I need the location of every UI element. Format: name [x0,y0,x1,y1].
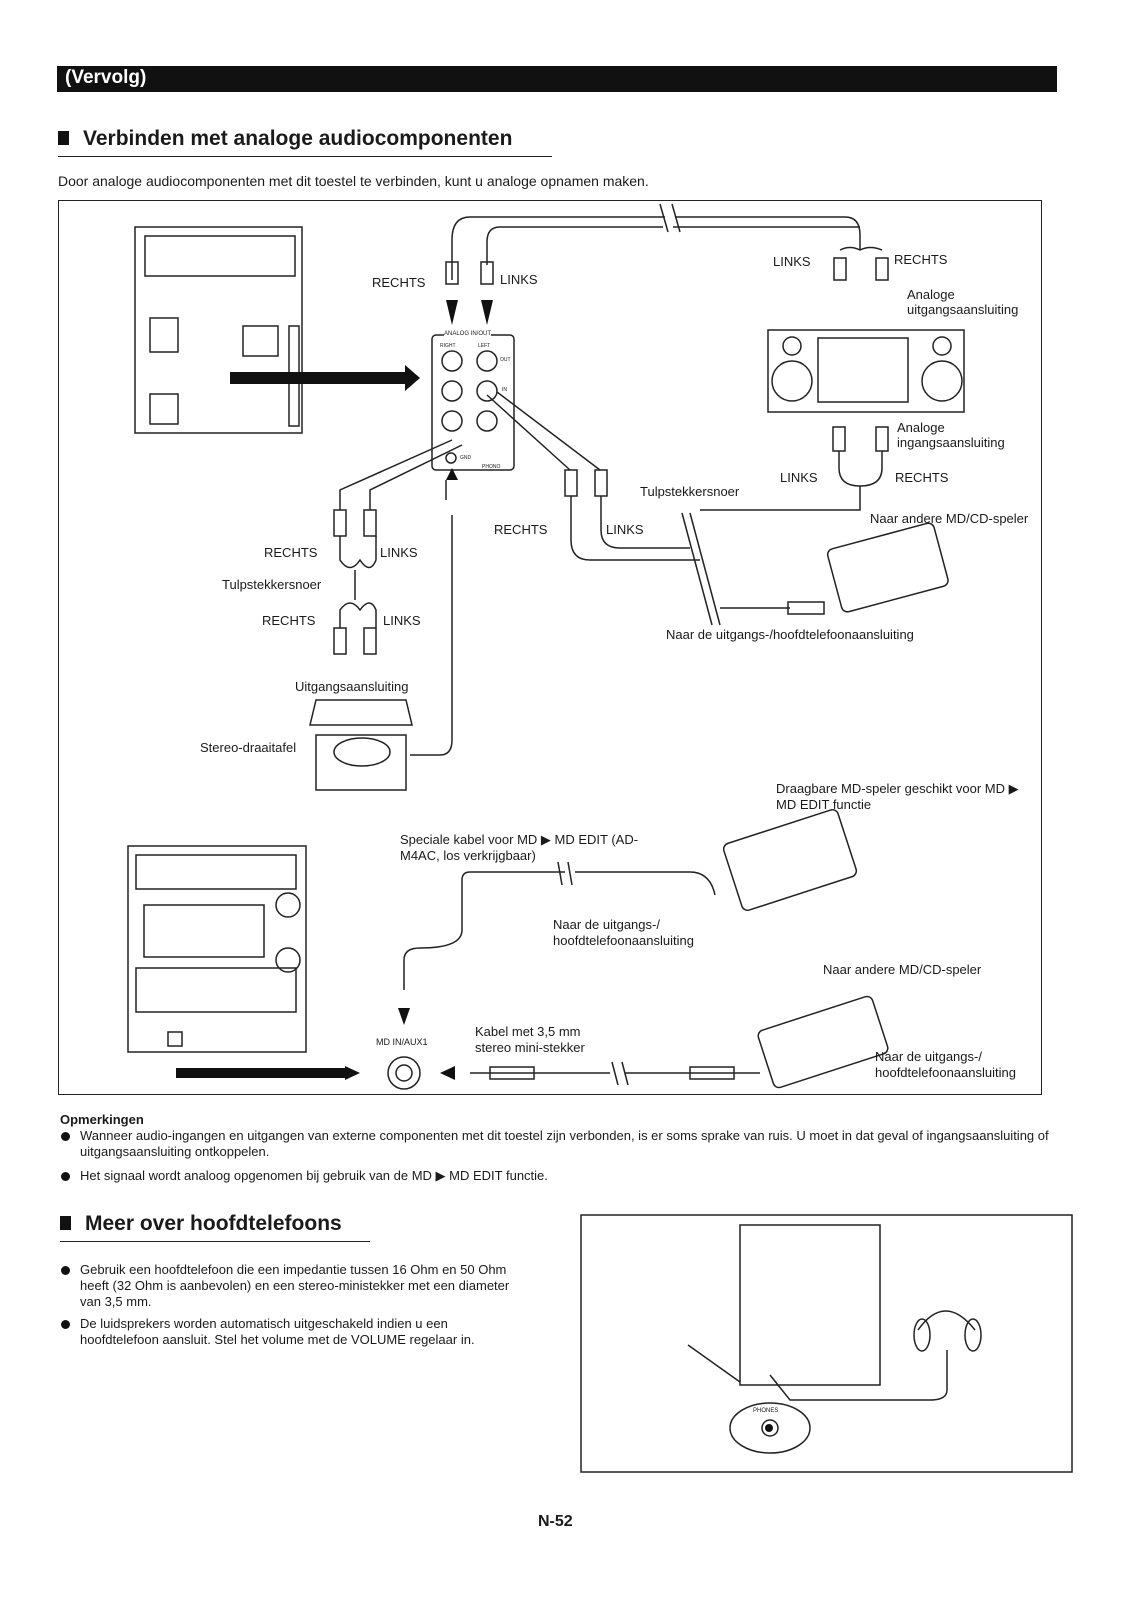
label-rechts-left: RECHTS [264,545,318,560]
bullet-icon [61,1320,70,1329]
label-analog-output: Analoge uitgangsaansluiting [907,287,1019,317]
label-output-headphone-3: Naar de uitgangs-/ hoofdtelefoonaansluit… [875,1049,1016,1080]
label-portable-md-player: Draagbare MD-speler geschikt voor MD ▶ M… [776,781,1019,812]
note-item: Wanneer audio-ingangen en uitgangen van … [61,1128,1110,1160]
bullet-icon [61,1266,70,1275]
page-number: N-52 [538,1513,573,1530]
label-links-left: LINKS [380,545,418,560]
label-links-mid: LINKS [780,470,818,485]
bullet-icon [61,1172,70,1181]
label-analog-input: Analoge ingangsaansluiting [897,420,1005,450]
label-left: LEFT [478,343,491,349]
label-rechts-top-right: RECHTS [894,252,948,267]
label-analog-inout: ANALOG IN/OUT [444,331,492,337]
headphone-text: De luidsprekers worden automatisch uitge… [80,1316,475,1347]
label-in: IN [502,387,507,393]
note-text: Wanneer audio-ingangen en uitgangen van … [80,1128,1049,1159]
banner-label: (Vervolg) [65,67,147,88]
label-links-top: LINKS [500,272,538,287]
label-right: RIGHT [440,343,456,349]
heading-square-icon [60,1216,71,1230]
label-output-jack: Uitgangsaansluiting [295,679,409,694]
label-tulip-cable-2: Tulpstekkersnoer [222,577,322,592]
headphone-item: De luidsprekers worden automatisch uitge… [61,1316,530,1348]
label-output-headphone-2: Naar de uitgangs-/ hoofdtelefoonaansluit… [553,917,694,948]
note-text: Het signaal wordt analoog opgenomen bij … [80,1168,548,1183]
label-phono: PHONO [482,464,501,470]
label-phones: PHONES [753,1408,779,1414]
label-other-md-player-2: Naar andere MD/CD-speler [823,962,982,977]
notes-title: Opmerkingen [60,1112,144,1127]
label-output-headphone-1: Naar de uitgangs-/hoofdtelefoonaansluiti… [666,627,914,642]
label-rechts-left-2: RECHTS [262,613,316,628]
section-heading-headphones: Meer over hoofdtelefoons [60,1212,342,1236]
label-special-cable: Speciale kabel voor MD ▶ MD EDIT (AD-M4A… [400,832,639,863]
label-stereo-turntable: Stereo-draaitafel [200,740,297,755]
label-tulip-cable-1: Tulpstekkersnoer [640,484,740,499]
continued-banner: (Vervolg) [57,66,1057,92]
note-item: Het signaal wordt analoog opgenomen bij … [61,1168,1080,1184]
label-rechts-center: RECHTS [494,522,548,537]
connection-diagram-frame [58,200,1042,1095]
label-mini-plug-cable: Kabel met 3,5 mm stereo mini-stekker [475,1024,585,1055]
section-heading-analog: Verbinden met analoge audiocomponenten [58,127,512,151]
section-title: Meer over hoofdtelefoons [85,1212,342,1235]
headphone-text: Gebruik een hoofdtelefoon die een impeda… [80,1262,510,1309]
label-rechts-mid: RECHTS [895,470,949,485]
label-gnd: GND [460,455,472,461]
heading-underline [58,156,552,157]
label-links-left-2: LINKS [383,613,421,628]
intro-text: Door analoge audiocomponenten met dit to… [58,173,649,189]
label-other-md-player-1: Naar andere MD/CD-speler [870,511,1029,526]
section-title: Verbinden met analoge audiocomponenten [83,127,513,150]
heading-underline [60,1241,370,1242]
headphone-item: Gebruik een hoofdtelefoon die een impeda… [61,1262,530,1310]
label-md-in-aux1: MD IN/AUX1 [376,1037,428,1047]
label-links-top-right: LINKS [773,254,811,269]
label-rechts-top: RECHTS [372,275,426,290]
heading-square-icon [58,131,69,145]
label-links-center: LINKS [606,522,644,537]
label-out: OUT [500,357,511,363]
bullet-icon [61,1132,70,1141]
